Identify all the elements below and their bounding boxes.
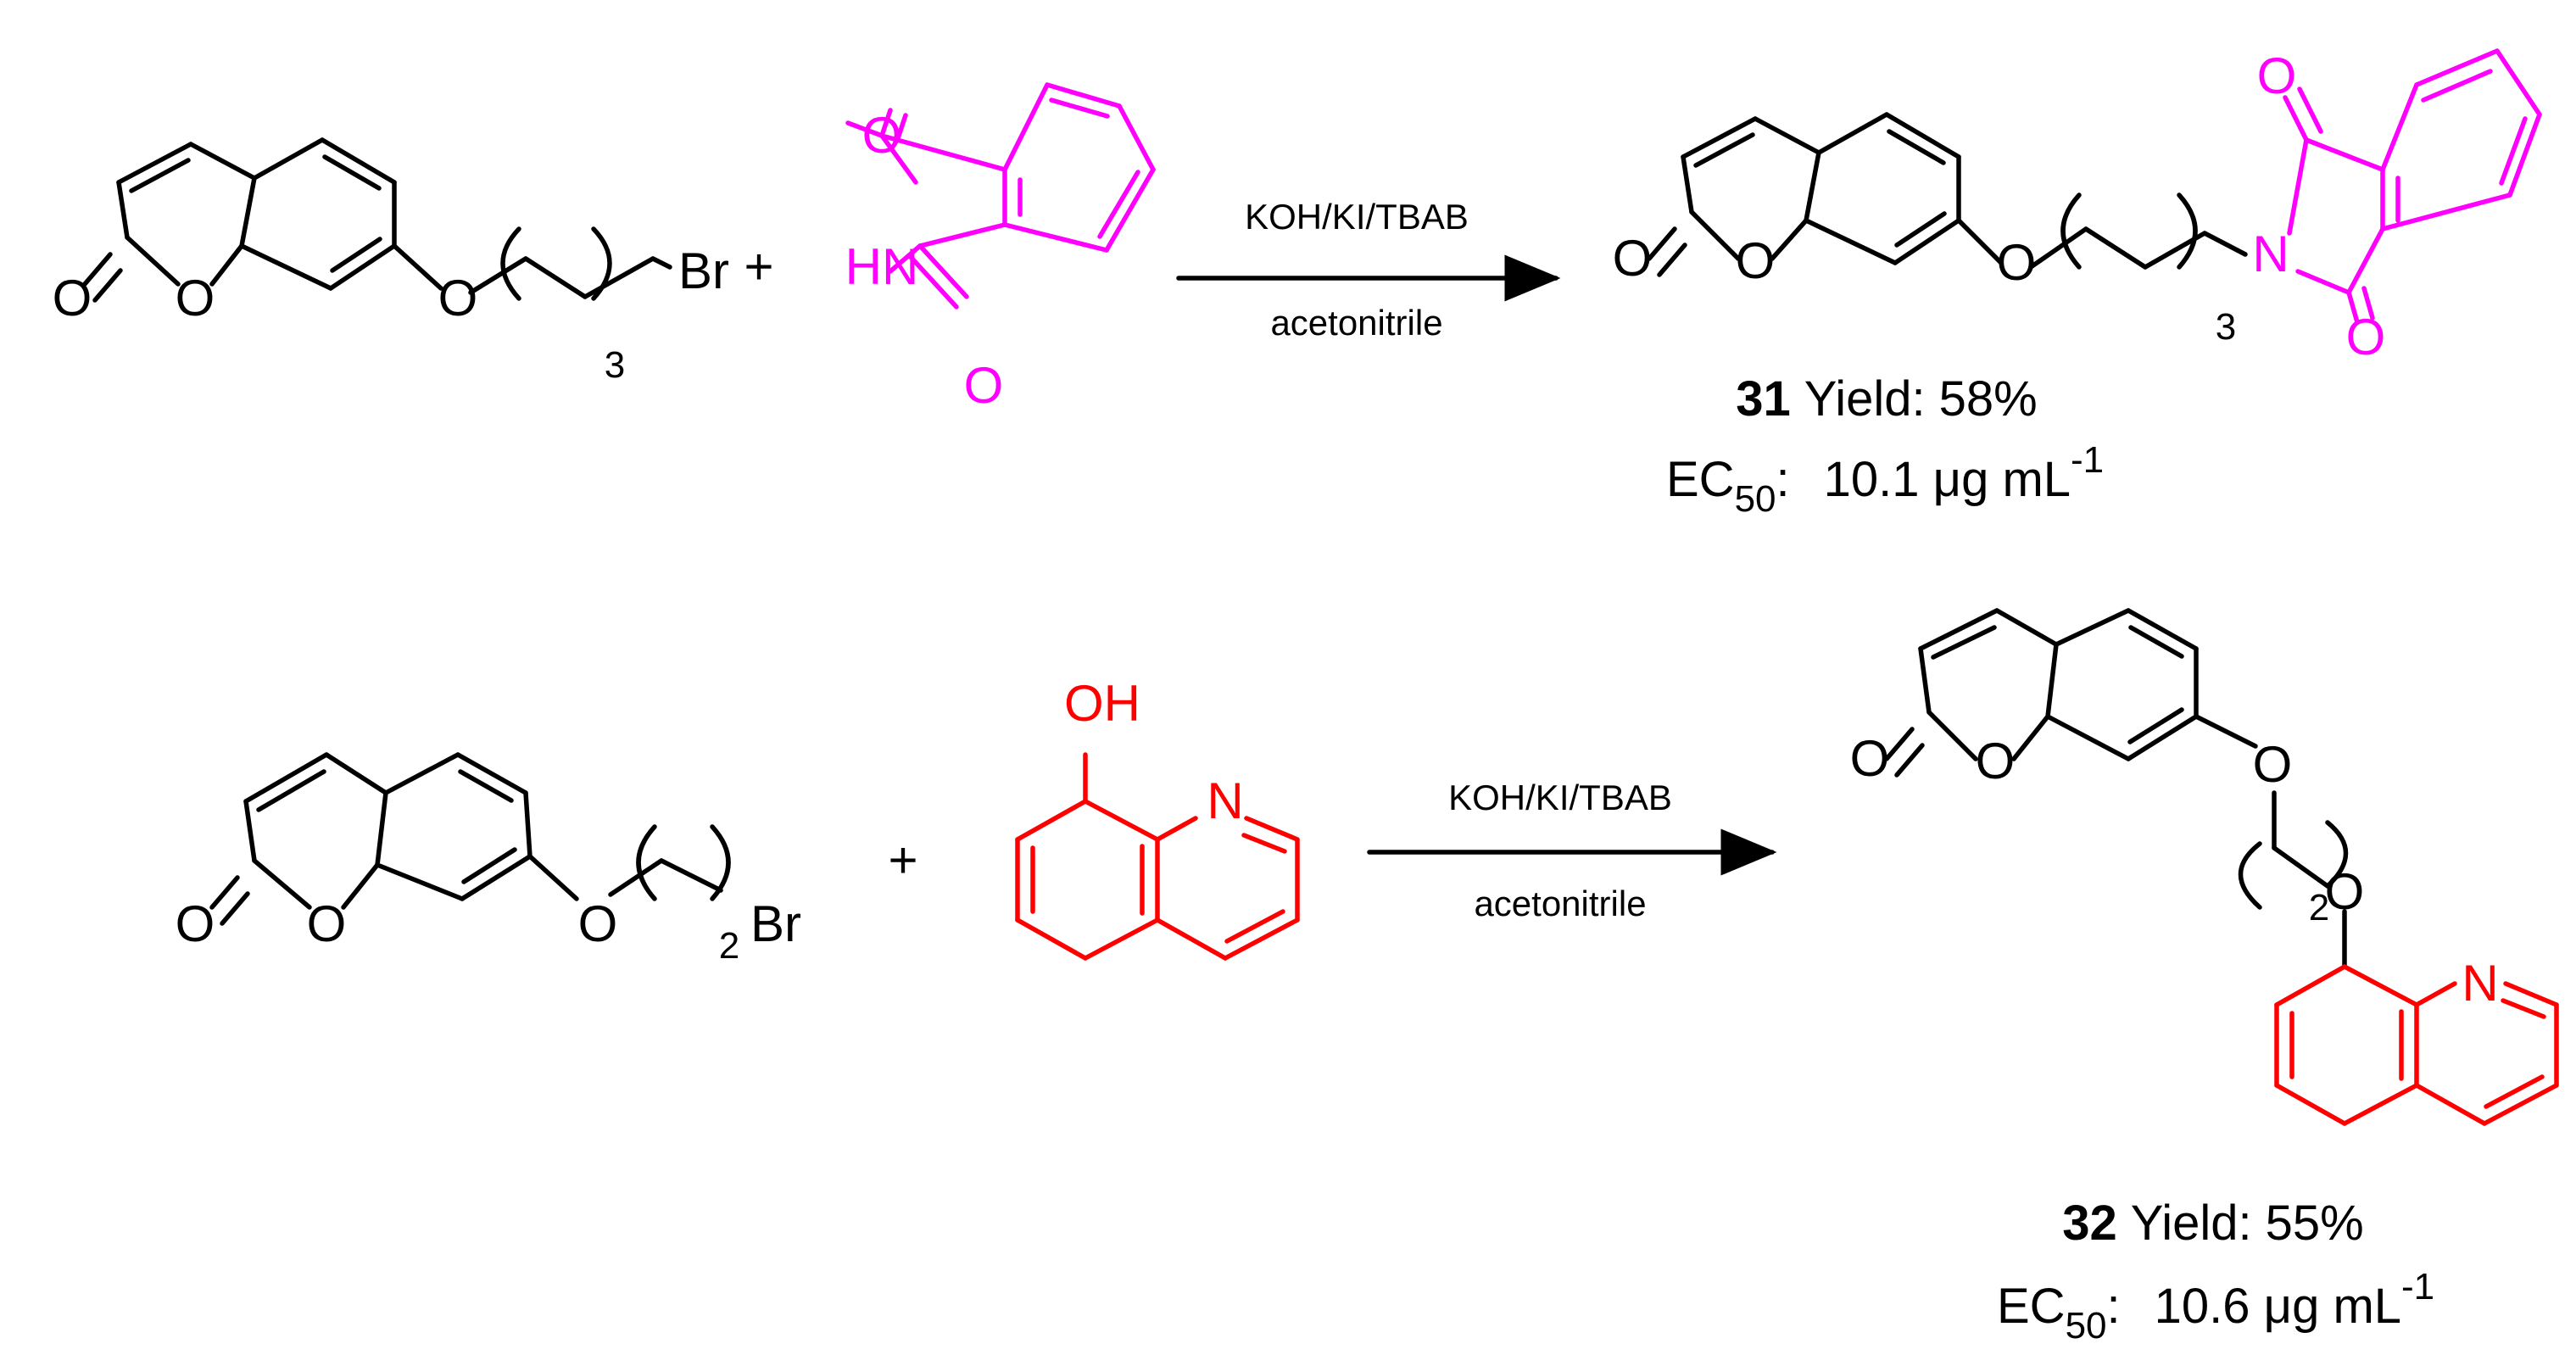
r1-repeat-count: 3 — [605, 344, 625, 386]
r1-bromine: Br — [678, 243, 729, 299]
p32-ether-oxygen-2: O — [2325, 863, 2365, 920]
reactant-1-bromoalkoxy-coumarin: O O O 3 Br — [53, 137, 729, 386]
r2-nh-group: HN — [845, 238, 919, 295]
r3-ring-oxygen: O — [307, 895, 347, 952]
p31-carbonyl-oxygen: O — [1613, 230, 1653, 287]
yield-value-31: 58% — [1939, 371, 2038, 427]
r1-solvent: acetonitrile — [1270, 303, 1442, 343]
ec50-prefix-31: EC — [1666, 452, 1735, 507]
yield-value-32: 55% — [2266, 1196, 2364, 1251]
reaction-1: O O O 3 Br + — [53, 47, 2542, 520]
r1-ring-oxygen: O — [176, 270, 215, 326]
r3-carbonyl-oxygen: O — [176, 895, 215, 952]
p32-ring-oxygen: O — [1976, 733, 2016, 789]
r3-repeat-count: 2 — [719, 925, 739, 967]
r2-top-oxygen: O — [862, 107, 902, 164]
p31-bottom-oxygen: O — [2346, 309, 2386, 365]
r2-reagents: KOH/KI/TBAB — [1448, 778, 1672, 817]
ec50-exponent-31: -1 — [2071, 439, 2104, 481]
p31-top-oxygen: O — [2257, 47, 2297, 104]
result-32-yield-line: 32 Yield: 55% — [2062, 1196, 2364, 1251]
ec50-colon-31: : — [1776, 452, 1790, 507]
r2-solvent: acetonitrile — [1474, 884, 1646, 923]
result-31-ec50-line: EC50:10.1 μg mL-1 — [1666, 439, 2104, 520]
p32-carbonyl-oxygen: O — [1850, 730, 1890, 787]
ec50-prefix-32: EC — [1997, 1279, 2066, 1334]
r1-carbonyl-oxygen: O — [53, 270, 92, 326]
compound-number-32: 32 — [2062, 1196, 2117, 1251]
r1-reagents: KOH/KI/TBAB — [1245, 197, 1469, 237]
p31-ether-oxygen: O — [1997, 234, 2037, 291]
reaction-2: O O O 2 Br + — [176, 608, 2559, 1346]
ec50-value-32: 10.6 μg mL — [2155, 1279, 2401, 1334]
product-32: O O O 2 O N — [1850, 608, 2559, 1126]
yield-label-32: Yield: — [2131, 1196, 2252, 1251]
result-32-ec50-line: EC50:10.6 μg mL-1 — [1997, 1266, 2434, 1346]
reactant-1-bromoethoxy-coumarin: O O O 2 Br — [176, 752, 801, 967]
plus-sign: + — [744, 238, 773, 295]
p31-repeat-count: 3 — [2216, 306, 2236, 348]
p32-repeat-count: 2 — [2309, 887, 2329, 928]
r4-quinoline-nitrogen: N — [1207, 772, 1243, 829]
ec50-subscript-32: 50 — [2066, 1305, 2107, 1346]
r3-ether-oxygen: O — [578, 895, 618, 952]
reactant-2-phthalimide: O HN O — [845, 82, 1156, 414]
p32-ether-oxygen-1: O — [2253, 736, 2293, 793]
reactant-2-8-hydroxyquinoline: OH N — [1015, 675, 1300, 961]
r3-bromine: Br — [750, 895, 801, 952]
p31-ring-oxygen: O — [1736, 232, 1776, 289]
ec50-exponent-32: -1 — [2401, 1266, 2434, 1307]
product-31: O O O 3 N O O — [1613, 47, 2542, 365]
compound-number-31: 31 — [1736, 371, 1791, 427]
ec50-subscript-31: 50 — [1735, 478, 1776, 520]
ec50-value-31: 10.1 μg mL — [1824, 452, 2071, 507]
p32-quinoline-nitrogen: N — [2462, 955, 2498, 1012]
r1-ether-oxygen: O — [438, 270, 478, 326]
p31-imide-nitrogen: N — [2252, 226, 2289, 282]
yield-label-31: Yield: — [1804, 371, 1926, 427]
plus-sign-2: + — [888, 832, 917, 889]
r4-hydroxyl-group: OH — [1064, 675, 1140, 732]
r2-bottom-oxygen: O — [964, 357, 1004, 414]
ec50-colon-32: : — [2107, 1279, 2121, 1334]
